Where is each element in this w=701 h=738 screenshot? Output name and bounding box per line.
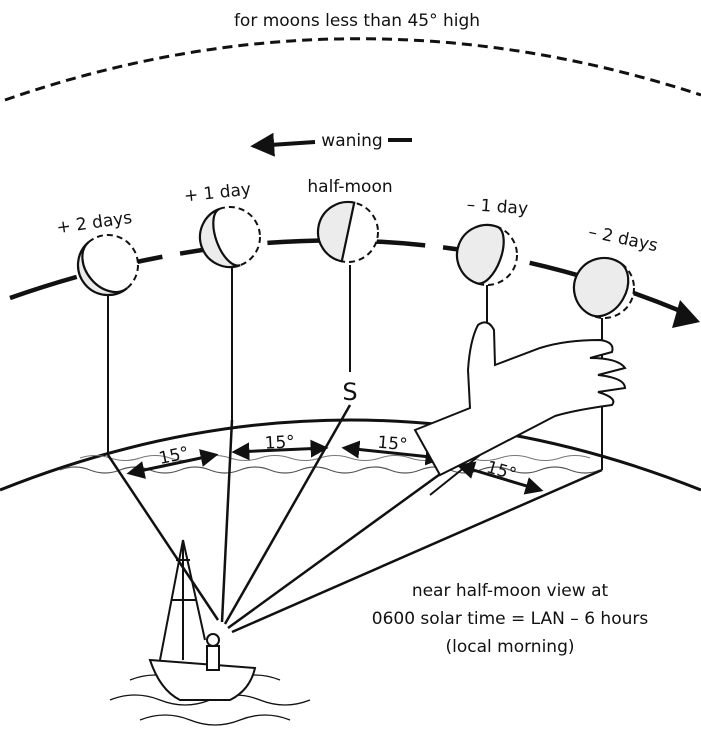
sight-line-2	[222, 420, 232, 622]
angle-label-2: 15°	[264, 432, 295, 454]
moon-label-minus1: – 1 day	[466, 195, 529, 219]
moon-half	[312, 196, 378, 262]
note-line-3: (local morning)	[446, 637, 575, 657]
note-line-2: 0600 solar time = LAN – 6 hours	[372, 609, 649, 629]
south-marker: S	[342, 378, 357, 406]
moon-label-minus2: – 2 days	[587, 222, 660, 256]
altitude-45-arc	[5, 39, 701, 100]
moon-minus-2-days	[563, 247, 638, 325]
angle-label-1: 15°	[157, 443, 191, 469]
moon-plus-1-day	[192, 207, 260, 275]
hand-illustration	[415, 322, 625, 495]
sailboat-illustration	[110, 540, 310, 725]
moon-minus-1-day	[449, 217, 517, 288]
moon-label-plus1: + 1 day	[183, 180, 252, 207]
moon-label-half: half-moon	[307, 177, 392, 197]
moon-label-plus2: + 2 days	[55, 208, 133, 238]
moon-plus-2-days	[66, 235, 138, 307]
top-caption: for moons less than 45° high	[234, 11, 480, 31]
moon-path-arrowhead	[672, 300, 700, 328]
waning-label: waning	[321, 131, 382, 151]
note-line-1: near half-moon view at	[412, 581, 609, 601]
angle-label-3: 15°	[377, 433, 409, 456]
earth-horizon	[0, 420, 701, 490]
sight-line-1	[108, 455, 218, 620]
waning-arrow-left	[255, 142, 315, 146]
angle-label-4: 15°	[484, 457, 518, 485]
sight-line-5	[232, 470, 602, 632]
earth-horizon-wave-2	[80, 456, 590, 461]
